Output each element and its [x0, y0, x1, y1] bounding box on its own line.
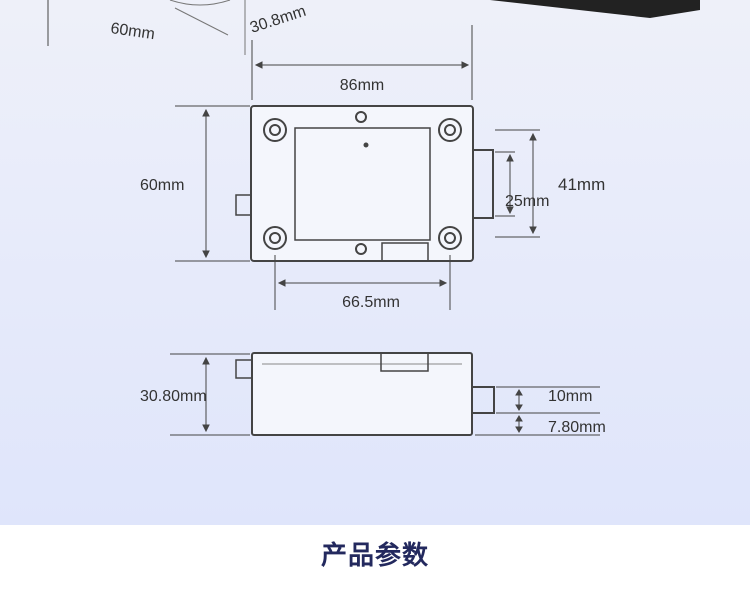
top-view: 86mm 60mm 41mm 25mm 66.5mm	[140, 40, 605, 311]
label-30-80mm: 30.80mm	[140, 388, 207, 405]
label-10mm: 10mm	[548, 388, 592, 405]
label-60mm-top: 60mm	[109, 20, 155, 43]
label-width-86mm: 86mm	[340, 77, 384, 94]
label-66-5mm: 66.5mm	[342, 294, 400, 311]
dimension-diagram: 60mm 30.8mm 86mm 60mm 41mm 25mm	[47, 0, 700, 436]
label-7-80mm: 7.80mm	[548, 419, 606, 436]
side-view: 30.80mm 10mm 7.80mm	[140, 352, 606, 436]
label-depth: 30.8mm	[248, 3, 308, 37]
diagram-canvas: 60mm 30.8mm 86mm 60mm 41mm 25mm	[0, 0, 750, 525]
top-partial-view: 60mm 30.8mm	[47, 0, 700, 60]
label-41mm: 41mm	[558, 175, 605, 194]
section-heading: 产品参数	[320, 540, 429, 570]
label-25mm: 25mm	[505, 193, 549, 210]
label-height-60mm: 60mm	[140, 177, 184, 194]
product-photo-edge	[490, 0, 700, 18]
